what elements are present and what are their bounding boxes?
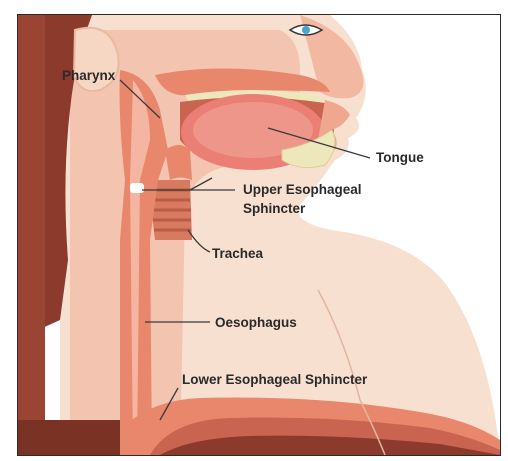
label-trachea: Trachea (212, 246, 264, 261)
label-tongue: Tongue (376, 150, 424, 165)
upper-sphincter-mark (130, 183, 144, 193)
label-upper-sphincter-2: Sphincter (243, 201, 306, 216)
label-lower-sphincter: Lower Esophageal Sphincter (182, 372, 368, 387)
label-pharynx: Pharynx (62, 68, 116, 83)
label-oesophagus: Oesophagus (215, 315, 297, 330)
hair-lower (18, 15, 45, 420)
label-upper-sphincter-1: Upper Esophageal (243, 182, 362, 197)
